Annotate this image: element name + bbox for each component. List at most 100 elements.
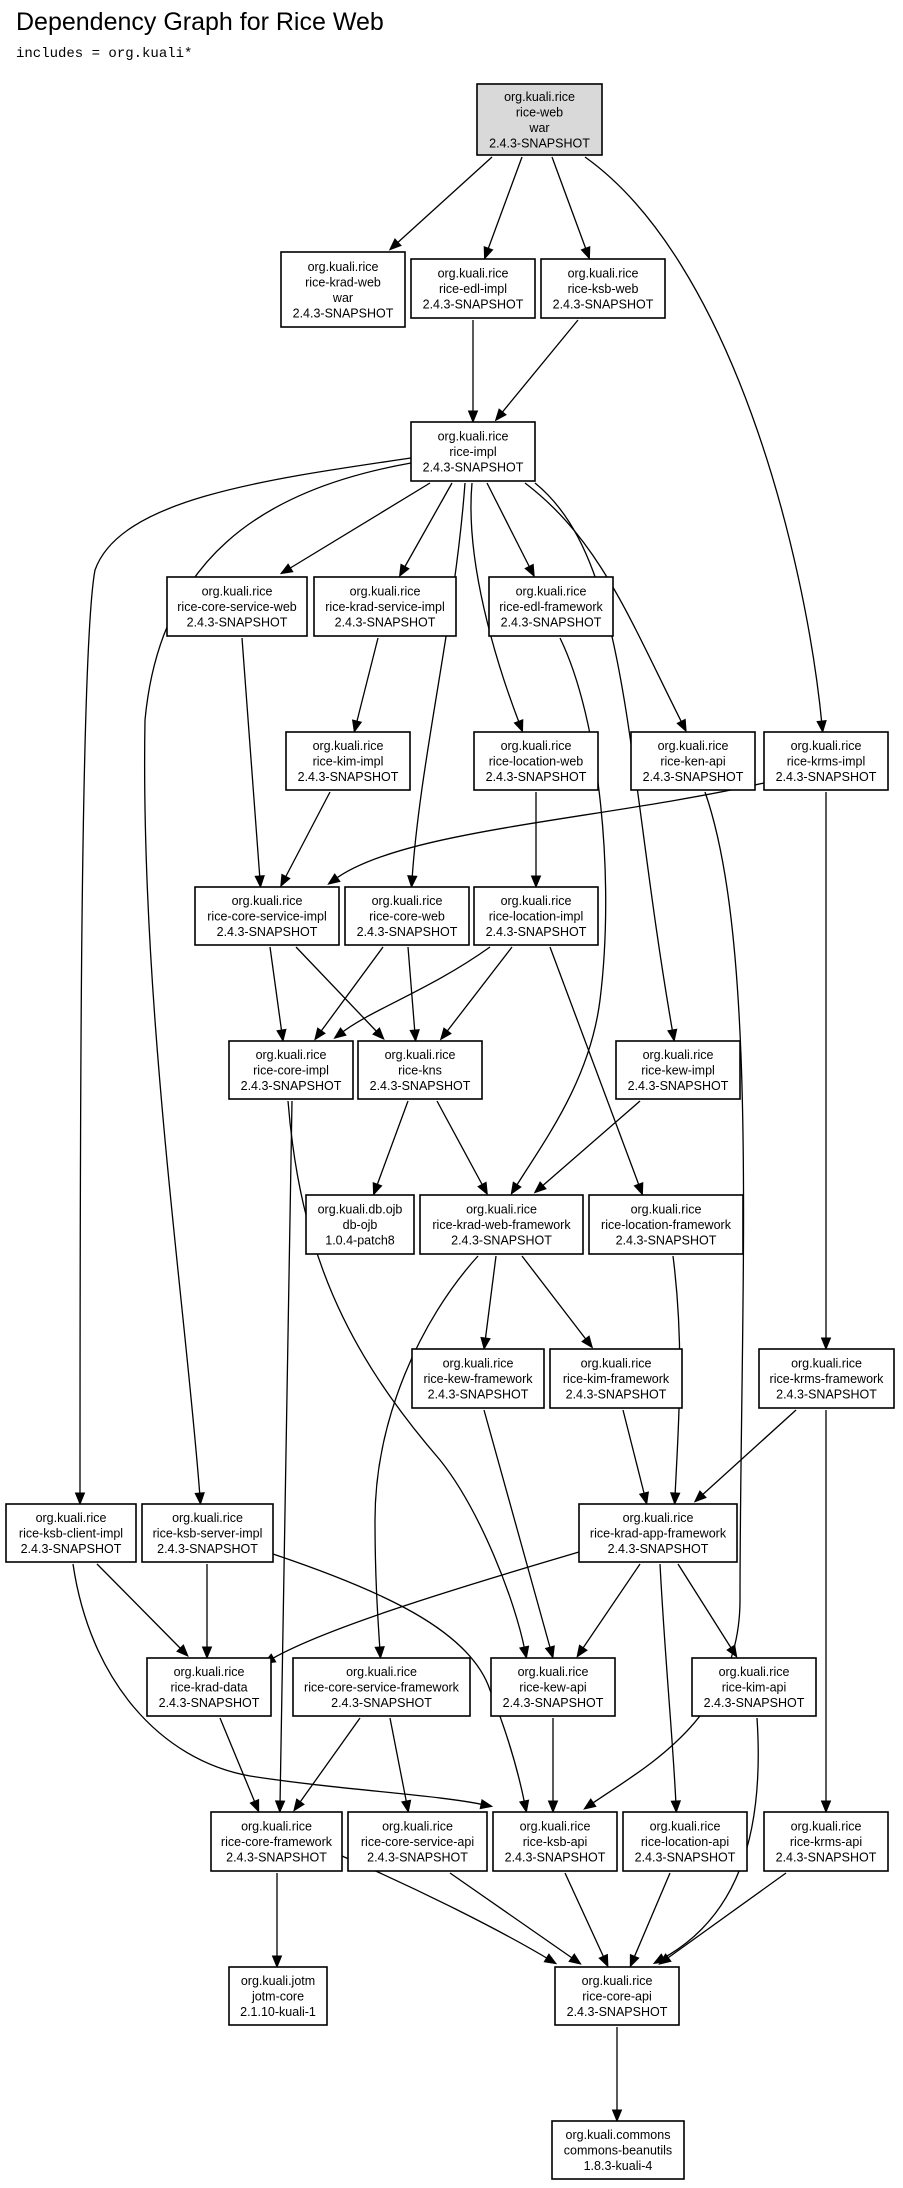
node-group-label: org.kuali.rice [346,1665,417,1679]
node-version-label: 2.4.3-SNAPSHOT [241,1079,342,1093]
edge-rice-ksb-web-to-rice-impl [494,319,579,422]
edge-line [499,319,579,416]
node-rice-core-service-web[interactable]: org.kuali.ricerice-core-service-web2.4.3… [166,576,308,637]
node-rice-krad-service-impl[interactable]: org.kuali.ricerice-krad-service-impl2.4.… [313,576,457,637]
node-rice-krad-app-framework[interactable]: org.kuali.ricerice-krad-app-framework2.4… [578,1503,738,1563]
node-version-label: 1.8.3-kuali-4 [584,2159,653,2173]
edge-arrowhead [280,873,291,888]
node-version-label: 2.4.3-SNAPSHOT [428,1388,529,1402]
node-artifact-label: rice-krad-web [305,275,381,289]
node-version-label: 2.4.3-SNAPSHOT [298,770,399,784]
edge-arrowhead [276,1028,287,1043]
node-artifact-label: rice-krms-framework [770,1372,885,1386]
edge-rice-impl-to-rice-edl-framework [486,482,535,578]
edge-line [444,946,513,1035]
edge-rice-core-service-impl-to-rice-core-impl [269,946,287,1043]
node-version-label: 2.4.3-SNAPSHOT [367,1851,468,1865]
node-rice-core-service-api[interactable]: org.kuali.ricerice-core-service-api2.4.3… [347,1811,488,1872]
edge-rice-core-framework-to-rice-core-api [341,1855,558,1965]
node-rice-edl-impl[interactable]: org.kuali.ricerice-edl-impl2.4.3-SNAPSHO… [410,258,536,319]
node-artifact-label: rice-kew-framework [423,1372,533,1386]
edge-rice-krms-impl-to-rice-krms-framework [820,792,832,1351]
node-rice-krad-web-framework[interactable]: org.kuali.ricerice-krad-web-framework2.4… [419,1194,584,1255]
node-rice-core-framework[interactable]: org.kuali.ricerice-core-framework2.4.3-S… [210,1811,343,1872]
node-rice-core-api[interactable]: org.kuali.ricerice-core-api2.4.3-SNAPSHO… [554,1966,680,2026]
node-rice-krms-framework[interactable]: org.kuali.ricerice-krms-framework2.4.3-S… [758,1348,895,1409]
node-rice-krad-web[interactable]: org.kuali.ricerice-krad-webwar2.4.3-SNAP… [280,251,406,328]
edge-line [699,1409,797,1498]
edge-arrowhead [611,2109,623,2123]
edge-arrowhead [693,1490,707,1503]
node-rice-location-web[interactable]: org.kuali.ricerice-location-web2.4.3-SNA… [473,731,599,791]
node-box [588,1194,744,1255]
node-box [410,421,536,482]
edge-rice-krms-framework-to-rice-krms-api [820,1410,832,1814]
edge-arrowhead [633,1181,644,1196]
edge-rice-impl-to-rice-krad-service-impl [398,482,453,578]
node-group-label: org.kuali.rice [443,1357,514,1371]
edge-arrowhead [580,245,591,260]
edge-arrowhead [568,1953,582,1965]
node-commons-beanutils[interactable]: org.kuali.commonscommons-beanutils1.8.3-… [551,2120,685,2180]
edge-rice-core-service-framework-to-rice-core-framework [293,1717,361,1812]
edge-line [295,946,380,1035]
edge-line [283,791,331,881]
node-rice-location-api[interactable]: org.kuali.ricerice-location-api2.4.3-SNA… [622,1811,748,1872]
edge-line [584,156,823,726]
edge-arrowhead [400,1799,412,1814]
node-artifact-label: rice-krms-impl [787,755,865,769]
edge-line [539,1100,641,1189]
node-rice-krad-data[interactable]: org.kuali.ricerice-krad-data2.4.3-SNAPSH… [146,1657,272,1717]
diagram-title: Dependency Graph for Rice Web [16,8,384,36]
node-rice-core-service-framework[interactable]: org.kuali.ricerice-core-service-framewor… [292,1657,471,1717]
edge-rice-ksb-api-to-rice-core-api [564,1872,609,1968]
node-rice-ksb-server-impl[interactable]: org.kuali.ricerice-ksb-server-impl2.4.3-… [141,1503,274,1563]
node-artifact-label: rice-location-api [641,1835,729,1849]
node-rice-kew-impl[interactable]: org.kuali.ricerice-kew-impl2.4.3-SNAPSHO… [615,1040,741,1100]
node-rice-core-web[interactable]: org.kuali.ricerice-core-web2.4.3-SNAPSHO… [344,886,470,946]
node-box [419,1194,584,1255]
node-rice-core-service-impl[interactable]: org.kuali.ricerice-core-service-impl2.4.… [194,886,340,946]
edge-rice-krad-data-to-rice-core-framework [219,1717,260,1813]
edge-rice-krms-impl-to-rice-core-service-impl [327,782,765,885]
node-group-label: org.kuali.commons [566,2128,671,2142]
node-group-label: org.kuali.rice [172,1511,243,1525]
edge-rice-kew-api-to-rice-ksb-api [547,1718,559,1814]
node-rice-location-impl[interactable]: org.kuali.ricerice-location-impl2.4.3-SN… [473,886,599,946]
diagram-subtitle: includes = org.kuali* [16,46,193,62]
edge-arrowhead [629,1953,640,1968]
node-group-label: org.kuali.jotm [241,1974,315,1988]
edge-line [411,482,466,881]
edge-rice-kns-to-db-ojb [372,1100,409,1196]
edge-arrowhead [333,1027,347,1039]
node-group-label: org.kuali.rice [501,739,572,753]
edge-rice-krad-web-framework-to-rice-kim-framework [521,1255,594,1349]
node-rice-kim-framework[interactable]: org.kuali.ricerice-kim-framework2.4.3-SN… [549,1348,683,1409]
node-version-label: 2.1.10-kuali-1 [240,2005,316,2019]
edge-arrowhead [398,563,410,578]
node-rice-krms-api[interactable]: org.kuali.ricerice-krms-api2.4.3-SNAPSHO… [763,1811,889,1872]
node-version-label: 2.4.3-SNAPSHOT [451,1234,552,1248]
node-rice-kim-impl[interactable]: org.kuali.ricerice-kim-impl2.4.3-SNAPSHO… [285,731,411,791]
edge-line [564,1872,606,1961]
node-rice-ksb-client-impl[interactable]: org.kuali.ricerice-ksb-client-impl2.4.3-… [5,1503,137,1563]
edge-rice-location-impl-to-rice-kns [439,946,513,1041]
node-rice-edl-framework[interactable]: org.kuali.ricerice-edl-framework2.4.3-SN… [488,576,614,637]
edge-arrowhead [351,719,363,734]
node-rice-krms-impl[interactable]: org.kuali.ricerice-krms-impl2.4.3-SNAPSH… [763,731,889,791]
node-rice-core-impl[interactable]: org.kuali.ricerice-core-impl2.4.3-SNAPSH… [228,1040,354,1100]
node-box [5,1503,137,1563]
edge-line [521,1255,589,1343]
node-rice-location-framework[interactable]: org.kuali.ricerice-location-framework2.4… [588,1194,744,1255]
